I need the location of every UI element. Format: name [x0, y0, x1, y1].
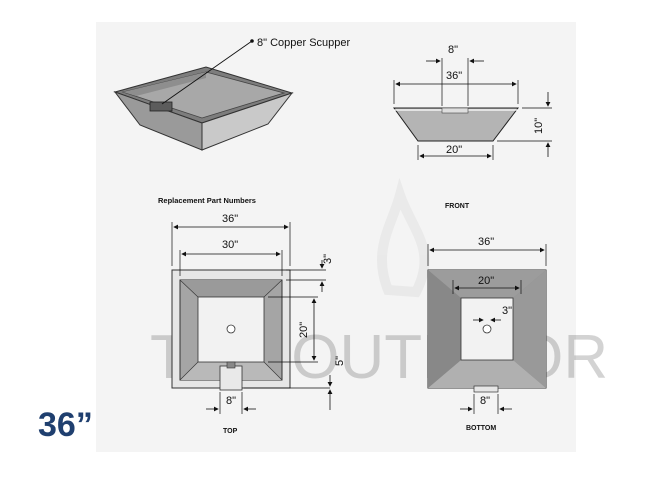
- perspective-view: [113, 39, 294, 151]
- bottom-scupper-dim: 8": [480, 395, 490, 407]
- top-rim-dim: 3": [322, 254, 334, 264]
- front-view: [393, 58, 552, 160]
- bottom-drain-dim: 3": [502, 305, 512, 317]
- bottom-view: [427, 244, 547, 414]
- part-numbers-heading: Replacement Part Numbers: [158, 196, 256, 205]
- front-top-dim: 36": [446, 70, 462, 82]
- front-scupper-dim: 8": [448, 44, 458, 56]
- scupper-detail: [149, 101, 173, 112]
- top-caption: TOP: [223, 428, 238, 435]
- callout-label: 8" Copper Scupper: [257, 37, 351, 49]
- front-caption: FRONT: [445, 203, 470, 210]
- top-drop-dim: 5": [334, 356, 346, 366]
- bottom-outer-dim: 36": [478, 236, 494, 248]
- top-bowl-dim: 20": [298, 322, 310, 338]
- bottom-caption: BOTTOM: [466, 425, 496, 432]
- front-height-dim: 10": [533, 118, 545, 134]
- top-scupper-dim: 8": [226, 395, 236, 407]
- front-base-dim: 20": [446, 144, 462, 156]
- top-inner-dim: 30": [222, 239, 238, 251]
- top-view: [171, 222, 333, 414]
- size-headline: 36”: [38, 406, 93, 444]
- top-outer-dim: 36": [222, 213, 238, 225]
- bottom-base-dim: 20": [478, 275, 494, 287]
